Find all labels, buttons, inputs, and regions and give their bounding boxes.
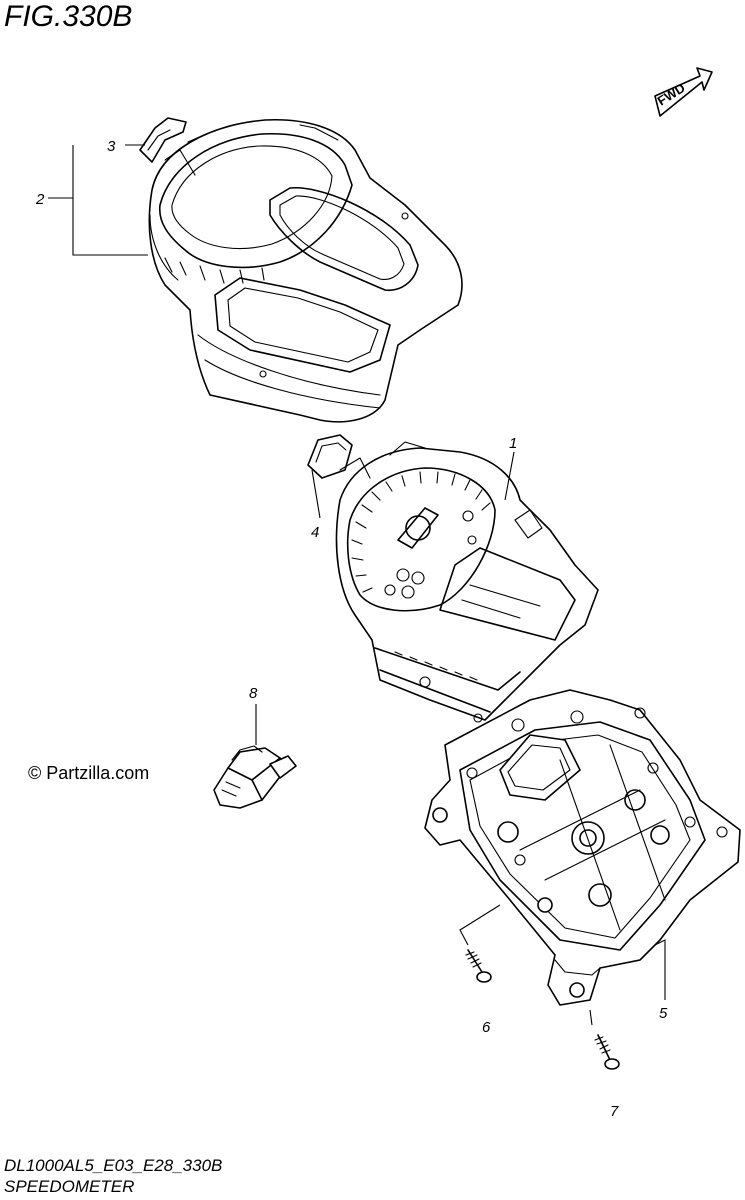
model-code: DL1000AL5_E03_E28_330B bbox=[4, 1156, 223, 1175]
callout-6: 6 bbox=[482, 1019, 491, 1036]
clip-part-4 bbox=[307, 434, 353, 479]
meter-cover-part bbox=[148, 118, 463, 423]
leader-lines bbox=[48, 144, 666, 1026]
callout-5: 5 bbox=[659, 1005, 668, 1022]
callout-1: 1 bbox=[509, 435, 517, 452]
speedometer-assembly-part bbox=[335, 441, 599, 723]
forward-arrow-icon: FWD bbox=[654, 67, 713, 117]
callout-3: 3 bbox=[107, 138, 116, 155]
connector-part-8 bbox=[213, 745, 297, 809]
callout-4: 4 bbox=[311, 524, 319, 541]
watermark: © Partzilla.com bbox=[28, 763, 150, 783]
clip-part-3 bbox=[139, 117, 187, 163]
callout-7: 7 bbox=[610, 1103, 619, 1120]
figure-title: FIG.330B bbox=[4, 0, 133, 33]
section-name: SPEEDOMETER bbox=[4, 1177, 135, 1196]
callout-8: 8 bbox=[249, 685, 258, 702]
lower-case-part bbox=[424, 689, 741, 1006]
screw-part-6 bbox=[465, 949, 492, 983]
callout-2: 2 bbox=[35, 191, 45, 208]
screw-part-7 bbox=[594, 1034, 620, 1070]
